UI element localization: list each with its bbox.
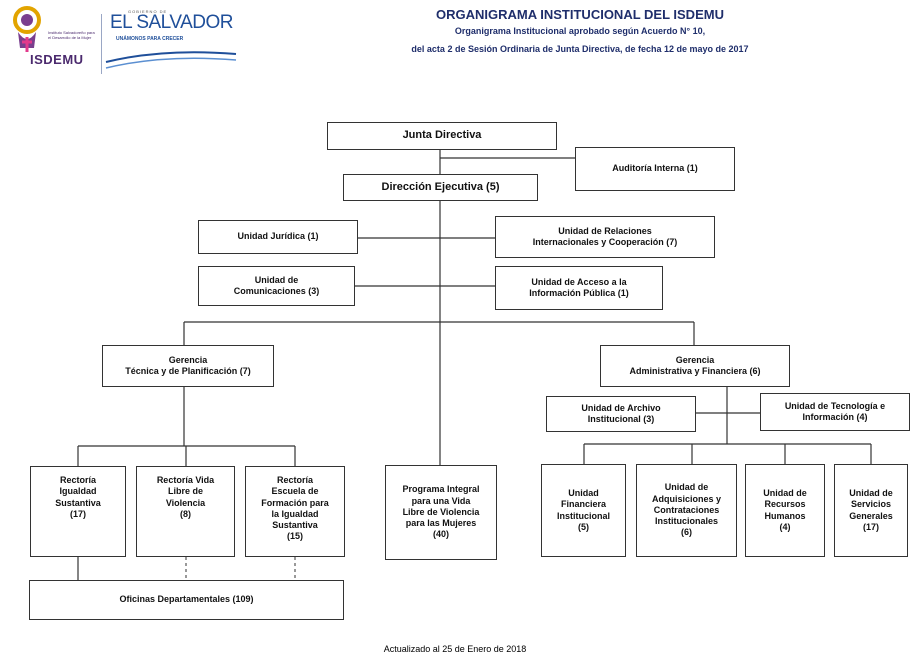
programa-integral-box: Programa Integral para una Vida Libre de… xyxy=(385,465,497,560)
unidad-acceso-box: Unidad de Acceso a la Información Públic… xyxy=(495,266,663,310)
slogan: UNÁMONOS PARA CRECER xyxy=(116,36,184,42)
footer-updated: Actualizado al 25 de Enero de 2018 xyxy=(383,644,527,654)
gobierno-label: GOBIERNO DE xyxy=(128,9,168,14)
isdemu-logo-icon xyxy=(13,6,41,52)
gerencia-tecnica-box: Gerencia Técnica y de Planificación (7) xyxy=(102,345,274,387)
isdemu-full-name: Instituto Salvadoreño para el Desarrollo… xyxy=(48,30,95,40)
unidad-relaciones-box: Unidad de Relaciones Internacionales y C… xyxy=(495,216,715,258)
junta-directiva-box: Junta Directiva xyxy=(327,122,557,150)
auditoria-interna-box: Auditoría Interna (1) xyxy=(575,147,735,191)
unidad-adquisiciones-box: Unidad de Adquisiciones y Contrataciones… xyxy=(636,464,737,557)
page-subtitle-1: Organigrama Institucional aprobado según… xyxy=(454,26,706,36)
page-subtitle-2: del acta 2 de Sesión Ordinaria de Junta … xyxy=(411,44,749,54)
unidad-rrhh-box: Unidad de Recursos Humanos (4) xyxy=(745,464,825,557)
rectoria-escuela-box: Rectoría Escuela de Formación para la Ig… xyxy=(245,466,345,557)
unidad-tecnologia-box: Unidad de Tecnología e Información (4) xyxy=(760,393,910,431)
isdemu-logo-text: ISDEMU xyxy=(30,52,84,67)
unidad-comunicaciones-box: Unidad de Comunicaciones (3) xyxy=(198,266,355,306)
logos: Instituto Salvadoreño para el Desarrollo… xyxy=(8,4,238,74)
rectoria-vida-libre-box: Rectoría Vida Libre de Violencia (8) xyxy=(136,466,235,557)
logo-divider xyxy=(101,14,102,74)
direccion-ejecutiva-box: Dirección Ejecutiva (5) xyxy=(343,174,538,201)
swoosh-icon xyxy=(105,51,237,69)
rectoria-igualdad-box: Rectoría Igualdad Sustantiva (17) xyxy=(30,466,126,557)
unidad-archivo-box: Unidad de Archivo Institucional (3) xyxy=(546,396,696,432)
unidad-servicios-box: Unidad de Servicios Generales (17) xyxy=(834,464,908,557)
unidad-financiera-box: Unidad Financiera Institucional (5) xyxy=(541,464,626,557)
oficinas-departamentales-box: Oficinas Departamentales (109) xyxy=(29,580,344,620)
page-title: ORGANIGRAMA INSTITUCIONAL DEL ISDEMU xyxy=(436,7,724,22)
el-salvador-logo-text: EL SALVADOR xyxy=(110,12,233,33)
unidad-juridica-box: Unidad Jurídica (1) xyxy=(198,220,358,254)
gerencia-administrativa-box: Gerencia Administrativa y Financiera (6) xyxy=(600,345,790,387)
